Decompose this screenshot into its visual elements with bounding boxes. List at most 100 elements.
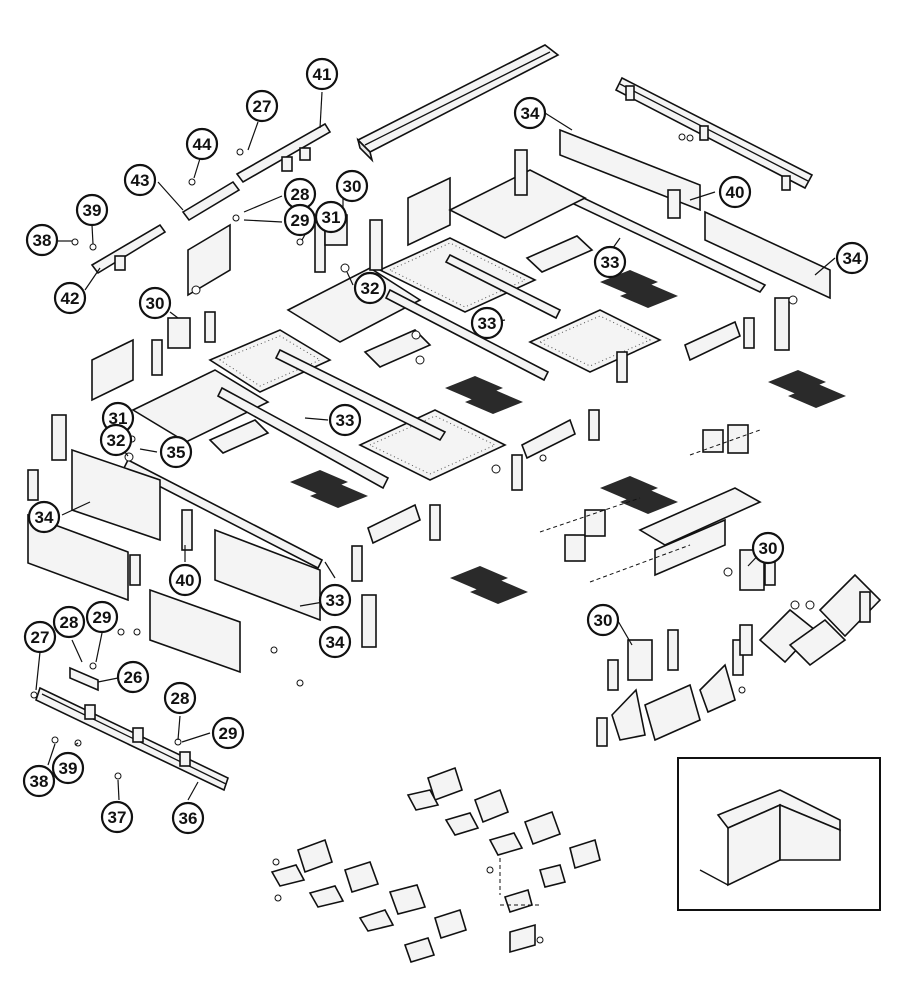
callout-circle xyxy=(123,163,157,197)
callout-label: 35 xyxy=(167,443,186,462)
callout-c33a: 33 xyxy=(593,245,627,279)
callout-circle xyxy=(23,620,57,654)
callout-c38a: 38 xyxy=(25,223,59,257)
callout-label: 27 xyxy=(253,97,272,116)
callout-c40b: 40 xyxy=(168,563,202,597)
callout-group: 41 27 44 43 28 29 30 31 39 38 42 32 30 34 40 33 34 33 33 31… xyxy=(22,57,869,835)
callout-label: 38 xyxy=(33,231,52,250)
callout-c34d: 34 xyxy=(318,625,352,659)
solid-plates xyxy=(91,169,594,454)
channel-rolls xyxy=(367,320,741,545)
callout-c43: 43 xyxy=(123,163,157,197)
callout-circle xyxy=(835,241,869,275)
callout-circle xyxy=(335,169,369,203)
callout-c38b: 38 xyxy=(22,764,56,798)
callout-c29c: 29 xyxy=(211,716,245,750)
callout-circle xyxy=(22,764,56,798)
top-center-rail xyxy=(356,44,560,163)
callout-c31a: 31 xyxy=(314,200,348,234)
right-lower-assembly xyxy=(539,424,882,747)
callout-label: 41 xyxy=(313,65,332,84)
callout-c34a: 34 xyxy=(513,96,547,130)
callout-c28c: 28 xyxy=(163,681,197,715)
callout-c34c: 34 xyxy=(27,500,61,534)
callout-circle xyxy=(25,223,59,257)
callout-circle xyxy=(75,193,109,227)
callout-c37: 37 xyxy=(100,800,134,834)
callout-c33c: 33 xyxy=(328,403,362,437)
callout-c40a: 40 xyxy=(718,175,752,209)
callout-label: 38 xyxy=(30,772,49,791)
callout-circle xyxy=(318,625,352,659)
callout-circle xyxy=(99,423,133,457)
callout-c30a: 30 xyxy=(335,169,369,203)
callout-circle xyxy=(163,681,197,715)
callout-circle xyxy=(52,605,86,639)
callout-label: 33 xyxy=(336,411,355,430)
plate-part-43 xyxy=(181,180,241,222)
callout-c30d: 30 xyxy=(586,603,620,637)
callout-c33b: 33 xyxy=(470,306,504,340)
callout-circle xyxy=(586,603,620,637)
callout-label: 40 xyxy=(726,183,745,202)
callout-c41: 41 xyxy=(305,57,339,91)
callout-circle xyxy=(85,600,119,634)
callout-label: 44 xyxy=(193,135,212,154)
callout-c32b: 32 xyxy=(99,423,133,457)
callout-label: 40 xyxy=(176,571,195,590)
callout-label: 33 xyxy=(326,591,345,610)
callout-circle xyxy=(245,89,279,123)
callout-circle xyxy=(328,403,362,437)
callout-label: 30 xyxy=(594,611,613,630)
callout-c44: 44 xyxy=(185,127,219,161)
callout-label: 33 xyxy=(601,253,620,272)
callout-label: 37 xyxy=(108,808,127,827)
callout-circle xyxy=(171,801,205,835)
callout-label: 30 xyxy=(146,294,165,313)
callout-c39b: 39 xyxy=(51,751,85,785)
callout-c30c: 30 xyxy=(751,531,785,565)
callout-c42: 42 xyxy=(53,281,87,315)
callout-circle xyxy=(751,531,785,565)
callout-label: 34 xyxy=(326,633,345,652)
callout-label: 29 xyxy=(291,211,310,230)
callout-c29b: 29 xyxy=(85,600,119,634)
callout-c26: 26 xyxy=(116,660,150,694)
callout-c28b: 28 xyxy=(52,605,86,639)
side-panel-34-upper xyxy=(559,128,831,300)
callout-label: 39 xyxy=(59,759,78,778)
callout-label: 29 xyxy=(93,608,112,627)
callout-circle xyxy=(718,175,752,209)
rail-part-42 xyxy=(90,223,167,275)
uprights xyxy=(27,149,790,648)
callout-c29a: 29 xyxy=(283,203,317,237)
callout-c36: 36 xyxy=(171,801,205,835)
callout-label: 30 xyxy=(343,177,362,196)
callout-circle xyxy=(593,245,627,279)
callout-c39a: 39 xyxy=(75,193,109,227)
callout-circle xyxy=(314,200,348,234)
rail-part-41 xyxy=(235,122,332,184)
callout-label: 30 xyxy=(759,539,778,558)
long-rails-33 xyxy=(122,253,562,570)
callout-label: 28 xyxy=(60,613,79,632)
callout-c27a: 27 xyxy=(245,89,279,123)
callout-circle xyxy=(318,583,352,617)
callout-c33d: 33 xyxy=(318,583,352,617)
callout-label: 29 xyxy=(219,724,238,743)
callout-circle xyxy=(116,660,150,694)
callout-circle xyxy=(305,57,339,91)
callout-label: 28 xyxy=(171,689,190,708)
callout-label: 43 xyxy=(131,171,150,190)
callout-circle xyxy=(51,751,85,785)
callout-label: 31 xyxy=(109,409,128,428)
callout-circle xyxy=(100,800,134,834)
callout-circle xyxy=(159,435,193,469)
callout-label: 42 xyxy=(61,289,80,308)
callout-circle xyxy=(283,203,317,237)
top-right-rail xyxy=(614,76,814,191)
callout-c30b: 30 xyxy=(138,286,172,320)
callout-label: 28 xyxy=(291,185,310,204)
callout-circle xyxy=(470,306,504,340)
